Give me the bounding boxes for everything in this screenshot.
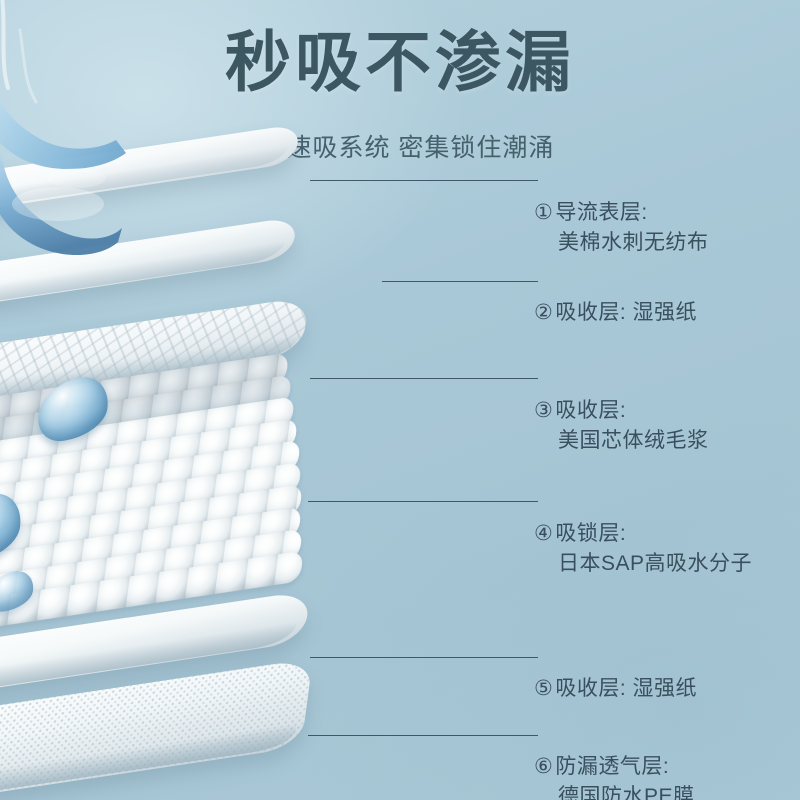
callout-layer-5: ⑤吸收层: 湿强纸 — [534, 644, 697, 704]
callout-name-3: 吸收层: — [555, 398, 627, 422]
callout-marker-2: ② — [534, 300, 554, 324]
callout-layer-1: ①导流表层: 美棉水刺无纺布 — [534, 168, 709, 287]
callout-marker-1: ① — [534, 200, 554, 224]
layer-1-topsheet — [0, 123, 301, 227]
layer-stack-illustration — [0, 120, 490, 800]
callout-marker-5: ⑤ — [534, 676, 554, 700]
callout-layer-2: ②吸收层: 湿强纸 — [534, 268, 697, 328]
callout-material-2: 湿强纸 — [632, 300, 698, 324]
callout-name-2: 吸收层: — [555, 300, 627, 324]
page-title: 秒吸不渗漏 — [225, 25, 575, 99]
callout-name-4: 吸锁层: — [555, 521, 627, 545]
callout-name-6: 防漏透气层: — [555, 754, 670, 778]
callout-material-6: 德国防水PE膜 — [558, 784, 695, 800]
callout-layer-6: ⑥防漏透气层: 德国防水PE膜 — [534, 722, 695, 800]
callout-material-4: 日本SAP高吸水分子 — [558, 551, 753, 575]
callout-name-5: 吸收层: — [555, 676, 627, 700]
callout-marker-4: ④ — [534, 521, 554, 545]
callout-material-3: 美国芯体绒毛浆 — [558, 428, 709, 452]
callout-layer-4: ④吸锁层: 日本SAP高吸水分子 — [534, 489, 752, 608]
callout-material-1: 美棉水刺无纺布 — [558, 230, 709, 254]
leader-line-2 — [382, 281, 538, 282]
leader-line-5 — [310, 657, 538, 658]
leader-line-4 — [308, 501, 538, 502]
leader-line-3 — [310, 378, 538, 379]
callout-name-1: 导流表层: — [555, 200, 648, 224]
callout-material-5: 湿强纸 — [632, 676, 698, 700]
leader-line-1 — [310, 180, 538, 181]
callout-marker-6: ⑥ — [534, 754, 554, 778]
callout-marker-3: ③ — [534, 398, 554, 422]
leader-line-6 — [308, 735, 538, 736]
callout-layer-3: ③吸收层: 美国芯体绒毛浆 — [534, 366, 709, 485]
